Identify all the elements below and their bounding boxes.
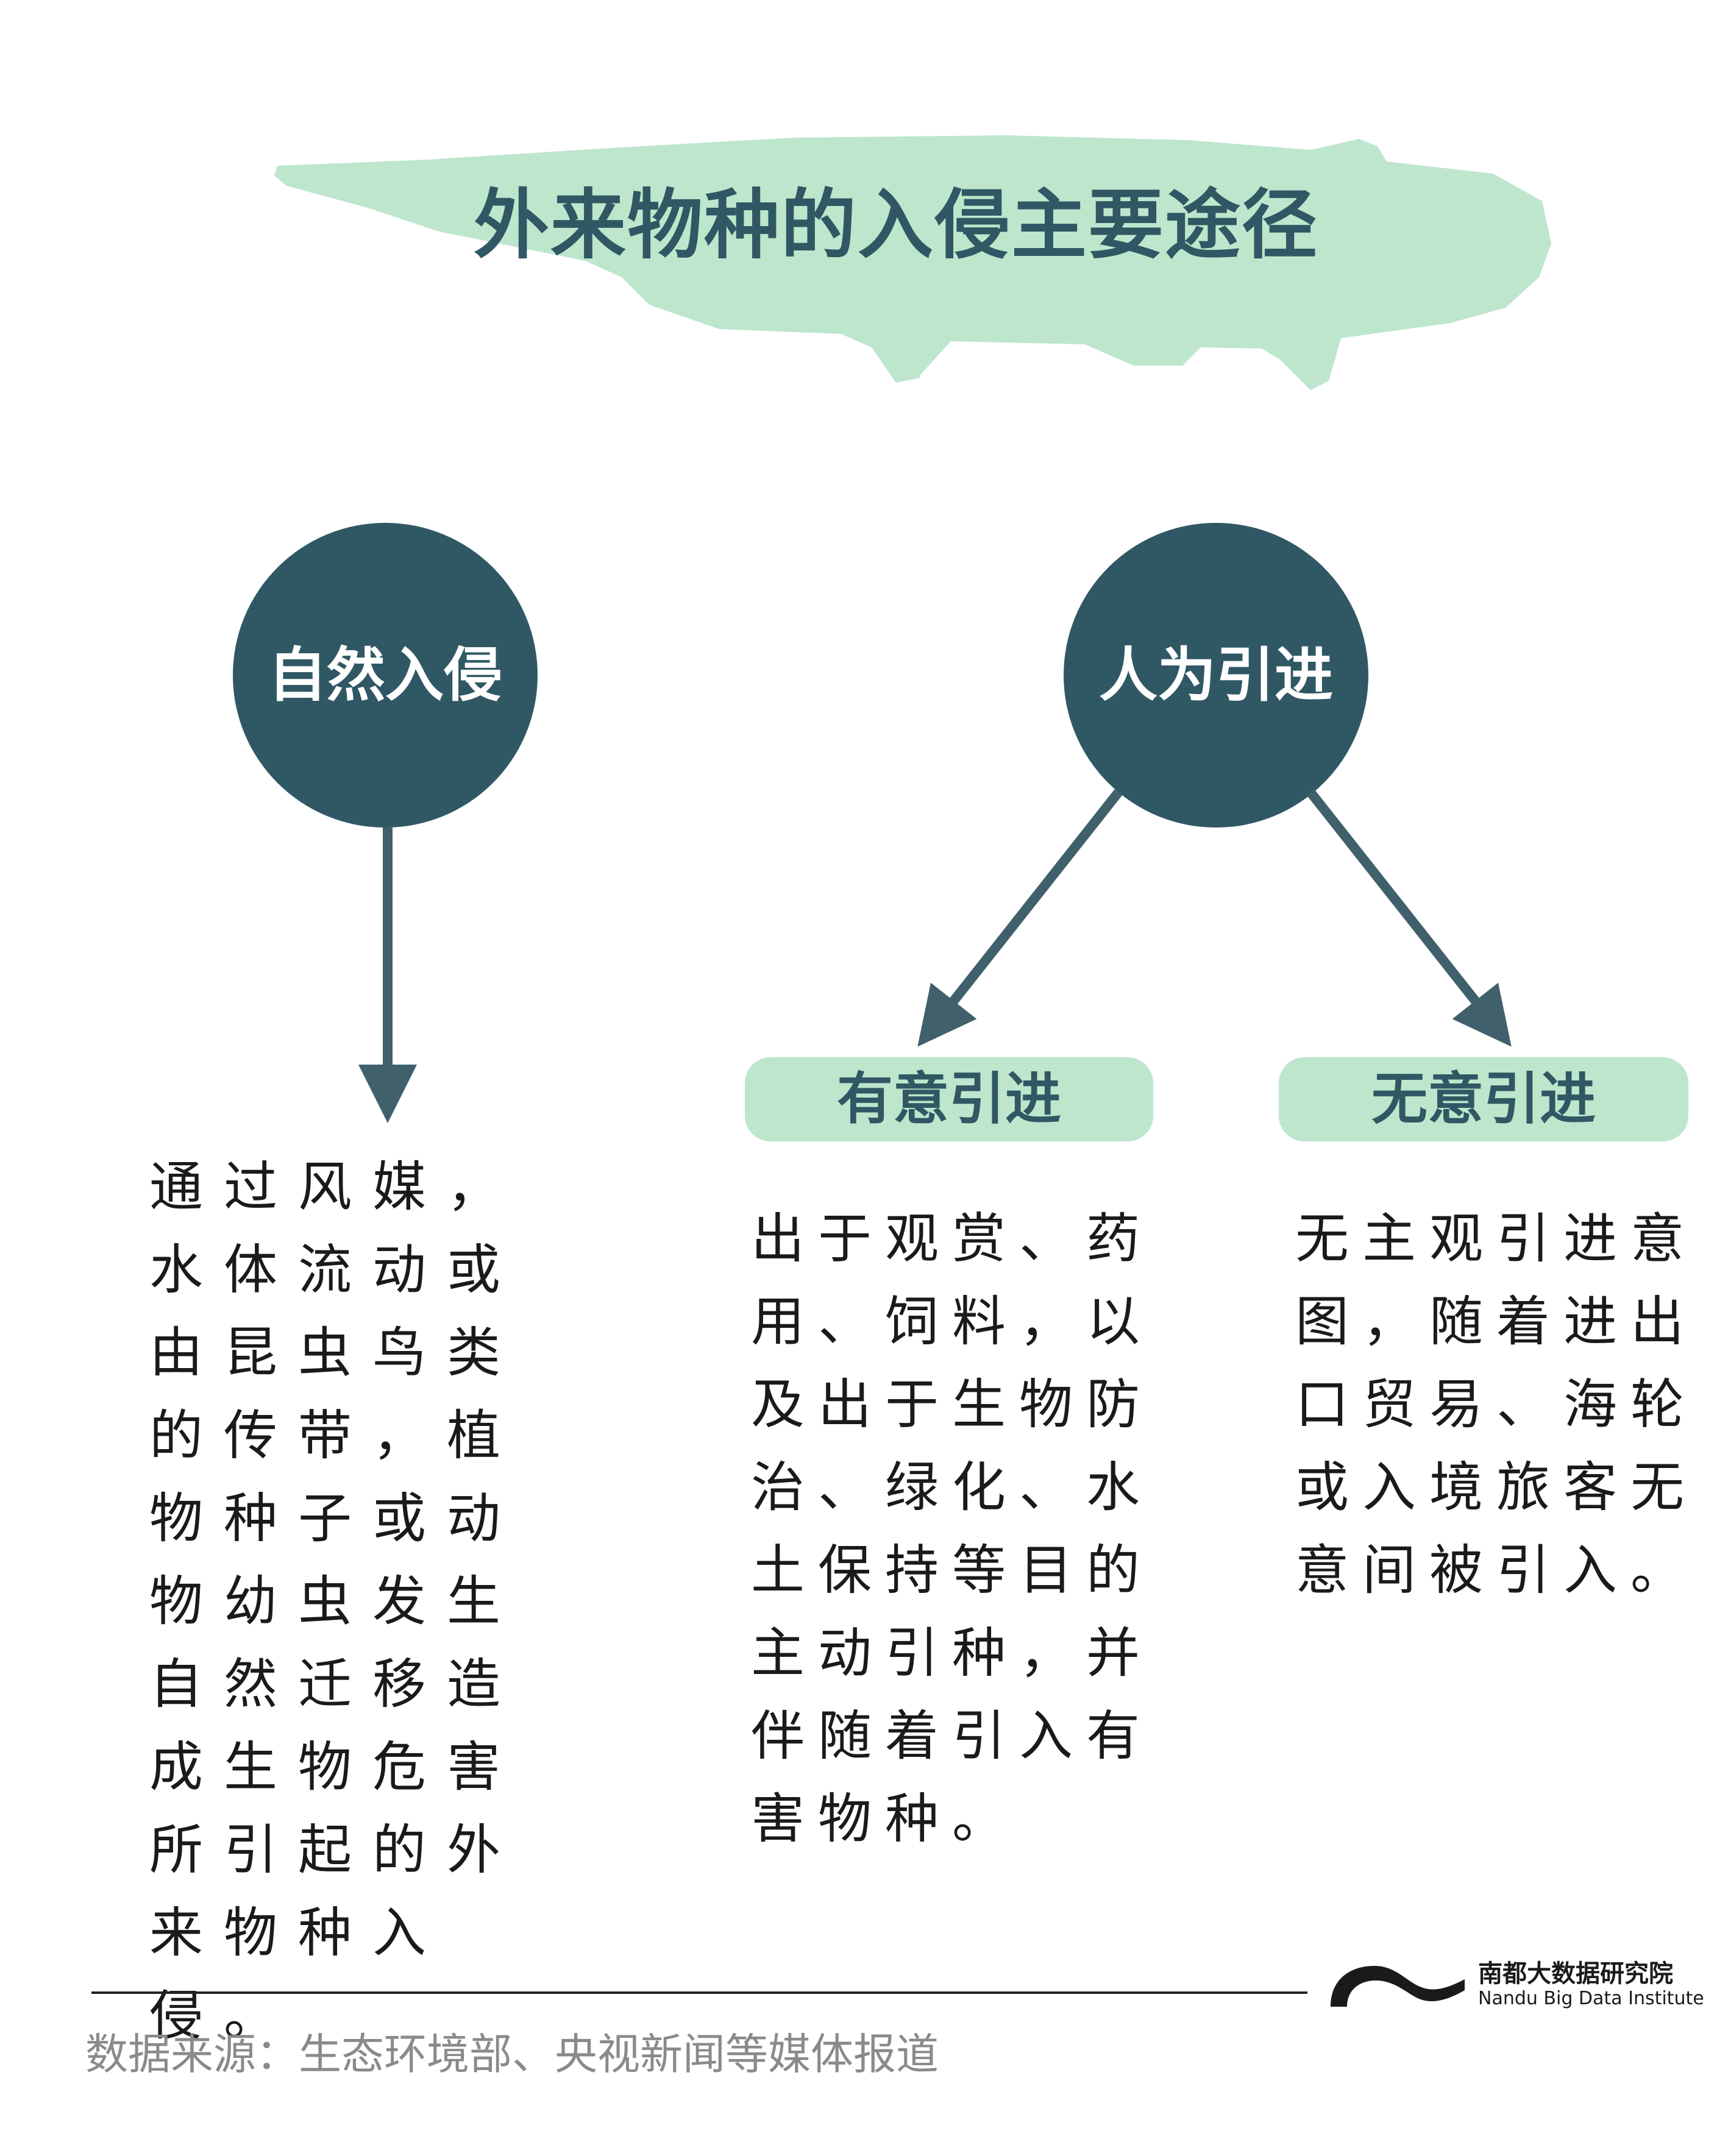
brand-block: 南都大数据研究院 Nandu Big Data Institute bbox=[1326, 1950, 1704, 2023]
human-introduction-label: 人为引进 bbox=[1099, 641, 1333, 709]
intentional-introduction-description: 出于观赏、药用、饲料，以及出于生物防治、绿化、水土保持等目的主动引种，并伴随着引… bbox=[751, 1207, 1154, 1850]
intentional-introduction-pill: 有意引进 bbox=[745, 1057, 1153, 1141]
nandu-logo-icon bbox=[1331, 1966, 1465, 2007]
natural-invasion-description: 通过风媒，水体流动或由昆虫鸟类的传带，植物种子或动物幼虫发生自然迁移造成生物危害… bbox=[149, 1155, 522, 2047]
footer-divider bbox=[91, 1991, 1307, 1994]
unintentional-introduction-pill: 无意引进 bbox=[1279, 1057, 1688, 1141]
natural-invasion-circle bbox=[233, 523, 538, 828]
natural-invasion-label: 自然入侵 bbox=[268, 641, 502, 709]
fish-tail-fin bbox=[872, 341, 920, 383]
fish-silhouette bbox=[274, 135, 1551, 390]
arrow-to-unintentional bbox=[1306, 789, 1512, 1047]
unintentional-introduction-description: 无主观引进意图，随着进出口贸易、海轮或入境旅客无意间被引入。 bbox=[1295, 1207, 1698, 1601]
human-introduction-circle bbox=[1064, 523, 1368, 828]
arrow-to-intentional bbox=[917, 789, 1123, 1047]
brand-name-english: Nandu Big Data Institute bbox=[1478, 1988, 1704, 2009]
brand-name-chinese: 南都大数据研究院 bbox=[1478, 1960, 1673, 1988]
data-source-note: 数据来源：生态环境部、央视新闻等媒体报道 bbox=[85, 2029, 939, 2079]
page-title: 外来物种的入侵主要途径 bbox=[473, 182, 1318, 269]
